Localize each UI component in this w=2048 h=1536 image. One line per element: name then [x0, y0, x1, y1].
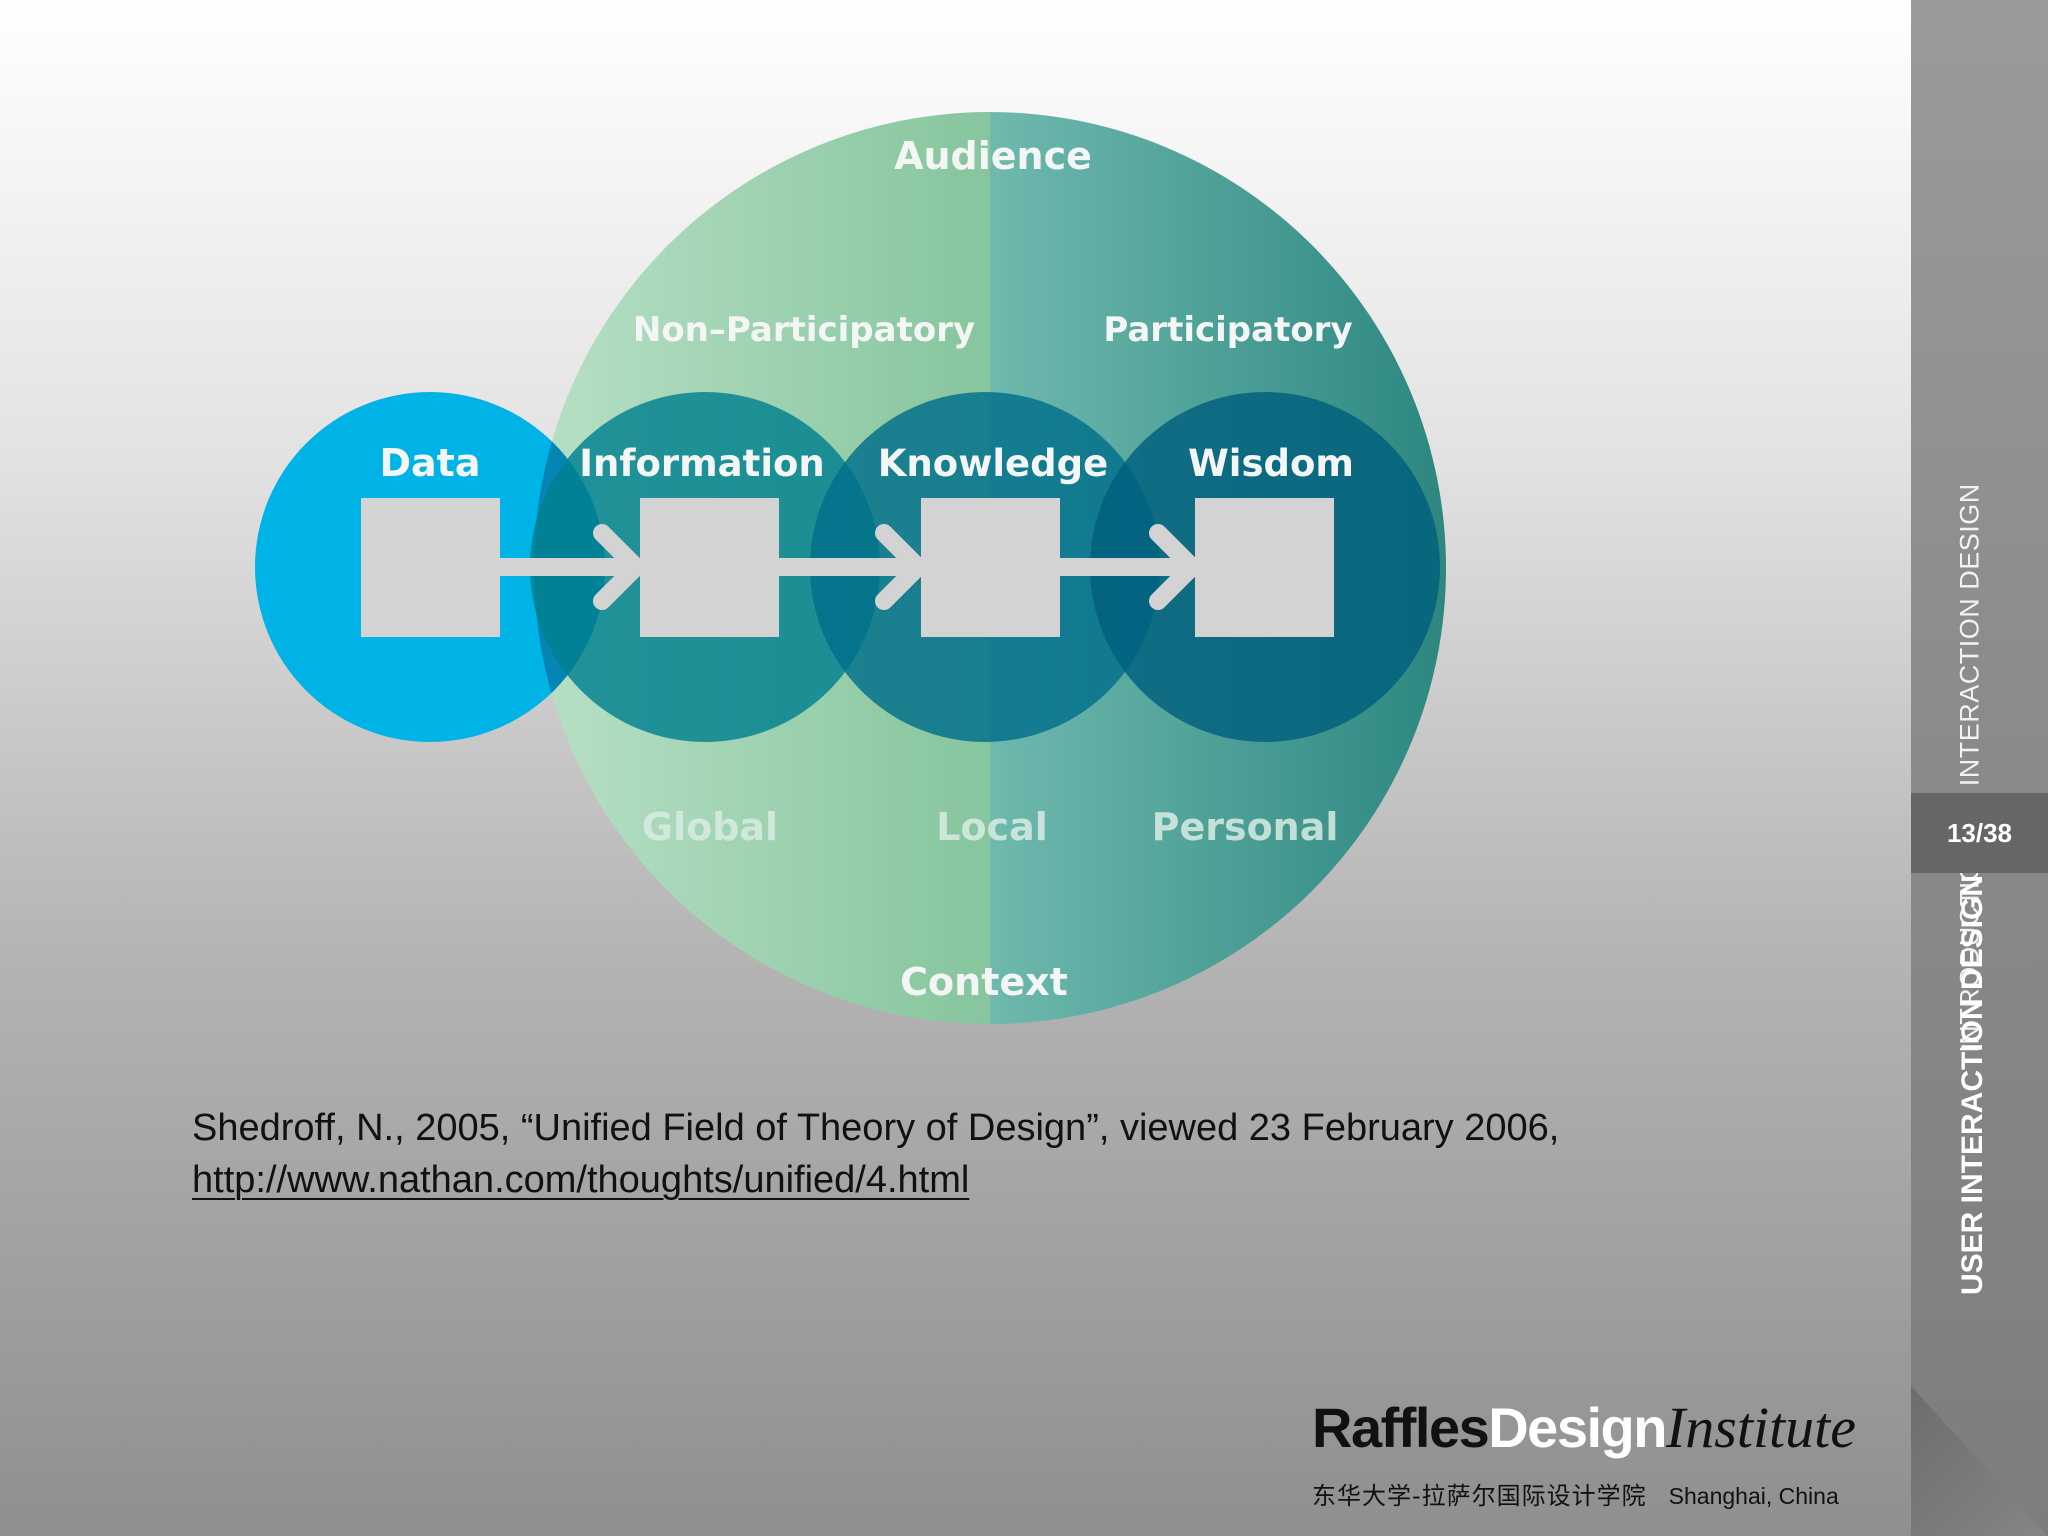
non-participatory-label: Non–Participatory	[633, 310, 975, 350]
audience-label: Audience	[894, 134, 1092, 178]
information-node	[640, 498, 779, 637]
knowledge-label: Knowledge	[878, 442, 1108, 485]
raffles-design-institute-logo: RafflesDesignInstitute 东华大学-拉萨尔国际设计学院 Sha…	[1312, 1396, 1892, 1511]
citation-text: Shedroff, N., 2005, “Unified Field of Th…	[192, 1107, 1560, 1149]
section-title-text: USER INTERACTION DESIGN	[1956, 874, 1989, 1296]
arrow-information-to-knowledge-head	[875, 524, 927, 610]
wisdom-node	[1195, 498, 1334, 637]
logo-design: Design	[1488, 1396, 1667, 1459]
personal-label: Personal	[1152, 805, 1339, 849]
participatory-label: Participatory	[1103, 310, 1352, 350]
wisdom-label: Wisdom	[1188, 442, 1354, 485]
arrow-data-to-information-head	[593, 524, 645, 610]
local-label: Local	[936, 805, 1048, 849]
dikw-diagram: Audience Non–Participatory Participatory…	[255, 112, 1446, 1024]
logo-subline: 东华大学-拉萨尔国际设计学院 Shanghai, China	[1312, 1476, 1892, 1511]
information-label: Information	[579, 442, 825, 485]
flow-arrows	[489, 524, 1201, 610]
citation: Shedroff, N., 2005, “Unified Field of Th…	[192, 1102, 1792, 1206]
logo-city: Shanghai, China	[1668, 1483, 1839, 1509]
logo-wordmark: RafflesDesignInstitute	[1312, 1396, 1892, 1474]
data-label: Data	[380, 441, 481, 485]
logo-institute: Institute	[1665, 1395, 1857, 1460]
sidebar	[1911, 0, 2048, 1536]
page-counter: 13/38	[1911, 793, 2048, 873]
data-node	[361, 498, 500, 637]
knowledge-node	[921, 498, 1060, 637]
context-label: Context	[900, 960, 1068, 1004]
citation-link[interactable]: http://www.nathan.com/thoughts/unified/4…	[192, 1159, 970, 1201]
global-label: Global	[642, 805, 778, 849]
arrow-knowledge-to-wisdom-head	[1149, 524, 1201, 610]
logo-raffles: Raffles	[1312, 1396, 1490, 1459]
logo-chinese-name: 东华大学-拉萨尔国际设计学院	[1312, 1482, 1647, 1510]
